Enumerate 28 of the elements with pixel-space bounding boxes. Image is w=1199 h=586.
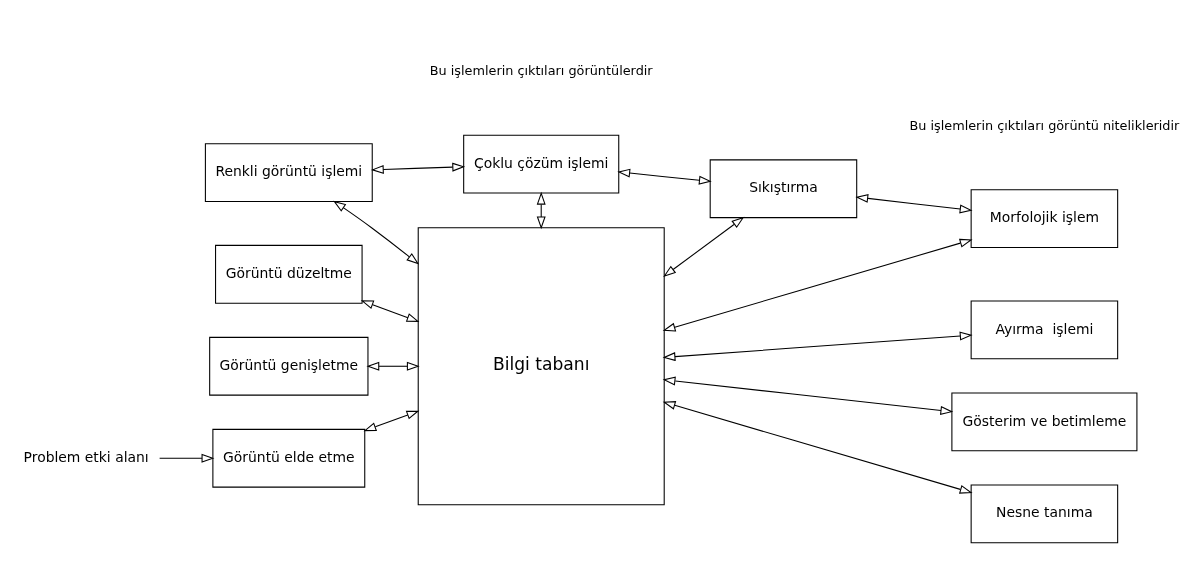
node-box: Renkli görüntü işlemi	[204, 143, 373, 203]
arrow	[366, 361, 420, 371]
node-box: Morfolojik işlem	[970, 189, 1119, 249]
node-box: Bilgi tabanı	[417, 227, 665, 506]
arrow	[662, 401, 973, 494]
node-box: Görüntü genişletme	[209, 336, 369, 396]
node-box: Sıkıştırma	[709, 159, 858, 219]
arrow	[855, 193, 973, 214]
arrow	[333, 200, 420, 265]
node-box: Nesne tanıma	[970, 484, 1119, 544]
node-box: Gösterim ve betimleme	[951, 392, 1138, 452]
label: Bu işlemlerin çıktıları görüntü nitelikleridir	[909, 118, 1180, 134]
node-text: Problem etki alanı	[23, 448, 149, 465]
label: Bu işlemlerin çıktıları görüntülerdir	[429, 63, 653, 79]
arrow	[662, 238, 973, 332]
node-box: Görüntü düzeltme	[215, 244, 363, 304]
arrow	[662, 376, 954, 415]
arrow	[617, 168, 712, 185]
arrow	[363, 410, 420, 432]
arrow	[360, 300, 420, 322]
node-box: Çoklu çözüm işlemi	[463, 134, 620, 194]
arrow	[370, 162, 466, 174]
node-box: Ayırma işlemi	[970, 300, 1119, 360]
arrow	[662, 331, 973, 362]
arrow	[536, 191, 546, 230]
arrow	[159, 453, 215, 463]
node-box: Görüntü elde etme	[212, 428, 366, 488]
arrow	[663, 216, 745, 277]
